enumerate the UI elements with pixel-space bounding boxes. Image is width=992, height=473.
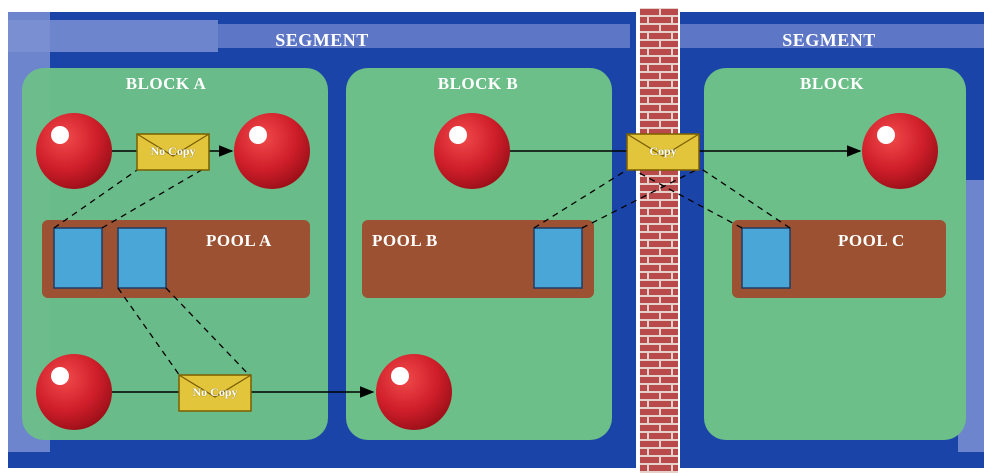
ball-a-top-left — [36, 113, 112, 189]
envelope-copy-label: Copy — [649, 144, 676, 159]
segment-right-title: SEGMENT — [782, 30, 876, 51]
envelope-no-copy-bottom-label: No Copy — [192, 385, 237, 400]
firewall-wall — [640, 8, 678, 473]
envelope-no-copy-top-label: No Copy — [150, 144, 195, 159]
buffer-a1 — [54, 228, 102, 288]
buffer-b — [534, 228, 582, 288]
buffer-c — [742, 228, 790, 288]
segment-left-title: SEGMENT — [275, 30, 369, 51]
buffer-a2 — [118, 228, 166, 288]
ball-c-top — [862, 113, 938, 189]
pool-c-title: POOL C — [838, 231, 905, 251]
ball-a-bottom — [36, 354, 112, 430]
ball-b-bottom — [376, 354, 452, 430]
block-c-title: BLOCK — [800, 74, 864, 94]
block-b-title: BLOCK B — [438, 74, 519, 94]
ball-b-top — [434, 113, 510, 189]
ball-a-top-right — [234, 113, 310, 189]
pool-b-title: POOL B — [372, 231, 438, 251]
block-a-title: BLOCK A — [126, 74, 207, 94]
pool-a-title: POOL A — [206, 231, 272, 251]
